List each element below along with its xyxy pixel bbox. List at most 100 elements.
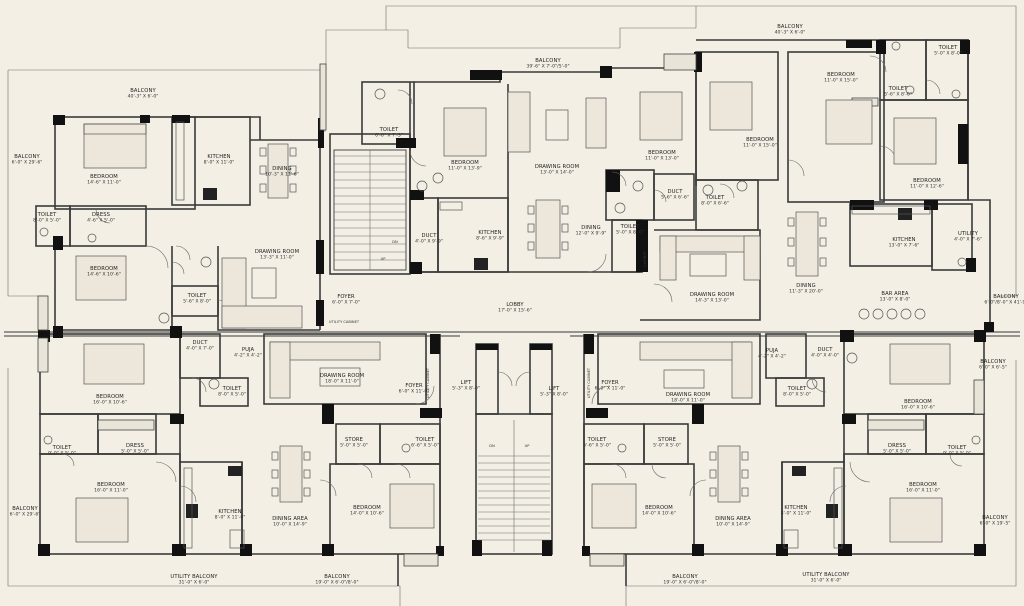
room-name: BALCONY [535, 58, 561, 64]
room-dimensions: 6'-0" X 7'-0" [332, 300, 360, 306]
room-dimensions: 4'-2" X 4'-2" [234, 353, 262, 359]
room-name: KITCHEN [207, 154, 230, 160]
room-dimensions: 9'-0" X 5'-0" [48, 451, 76, 457]
room-dimensions: 12'-0" X 9'-9" [576, 231, 607, 237]
room-dimensions: 5'-3" X 8'-0" [452, 386, 480, 392]
room-name: TOILET [222, 386, 242, 392]
room-name: BEDROOM [451, 160, 479, 166]
railings [37, 53, 985, 567]
room-name: FOYER [405, 383, 423, 389]
room-dimensions: 13'-0" X 14'-0" [540, 170, 574, 176]
room-dimensions: 10'-0" X 14'-9" [273, 522, 307, 528]
room-dimensions: 5'-3" X 8'-0" [540, 392, 568, 398]
room-dimensions: 6'-6" X 5'-0" [583, 443, 611, 449]
room-name: KITCHEN [784, 505, 807, 511]
room-name: DINING [272, 166, 291, 172]
room-dimensions: 6'-0" X 19'-5" [980, 521, 1011, 527]
room-name: TOILET [787, 386, 807, 392]
room-dimensions: 31'-0" X 6'-0" [179, 580, 210, 586]
room-dimensions: 4'-0" X 9'-9" [415, 239, 443, 245]
room-name: PUJA [242, 347, 255, 353]
room-name: TOILET [587, 437, 607, 443]
room-dimensions: 6'-6" X 7'-3" [375, 133, 403, 139]
room-name: TOILET [37, 212, 57, 218]
room-name: DINING [581, 225, 600, 231]
room-name: FOYER [337, 294, 355, 300]
room-dimensions: 8'-0" X 5'-0" [218, 392, 246, 398]
room-dimensions: 5'-0" X 5'-0" [883, 449, 911, 455]
room-name: BALCONY [324, 574, 350, 580]
room-name: DRAWING ROOM [535, 164, 579, 170]
room-dimensions: 14'-6" X 10'-6" [87, 272, 121, 278]
room-dimensions: 13'-0" X 7'-6" [889, 243, 920, 249]
room-name: KITCHEN [892, 237, 915, 243]
room-dimensions: 6'-0" X 11'-0" [399, 389, 430, 395]
room-dimensions: 4'-0" X 7'-0" [186, 346, 214, 352]
tag-utility-cabinet-top: UTILITY CABINET [329, 320, 360, 324]
tag-utility-cabinet-r: UTILITY CABINET [587, 367, 591, 398]
room-name: BALCONY [14, 154, 40, 160]
room-dimensions: 13'-0" X 8'-0" [880, 297, 911, 303]
room-dimensions: 14'-6" X 11'-0" [87, 180, 121, 186]
tag-dn-top: DN [392, 240, 398, 244]
room-dimensions: 18'-0" X 11'-0" [671, 398, 705, 404]
room-name: DUCT [422, 233, 438, 239]
room-name: BEDROOM [909, 482, 937, 488]
room-name: BEDROOM [645, 505, 673, 511]
room-dimensions: 39'-6" X 7'-0"/5'-0" [526, 64, 569, 70]
room-dimensions: 14'-0" X 10'-6" [642, 511, 676, 517]
room-name: BALCONY [993, 294, 1019, 300]
room-dimensions: 8'-0" X 5'-0" [33, 218, 61, 224]
room-dimensions: 8'-0" X 11'-0" [781, 511, 812, 517]
room-name: TOILET [379, 127, 399, 133]
room-name: DUCT [193, 340, 209, 346]
room-dimensions: 11'-0" X 15'-0" [743, 143, 777, 149]
doors [61, 55, 963, 503]
room-name: DRAWING ROOM [320, 373, 364, 379]
room-name: UTILITY BALCONY [170, 574, 218, 580]
room-dimensions: 8'-6" X 9'-9" [476, 236, 504, 242]
room-name: BALCONY [130, 88, 156, 94]
room-dimensions: 19'-0" X 6'-0"/8'-0" [315, 580, 358, 586]
room-dimensions: 8'-0" X 11'-0" [215, 515, 246, 521]
room-dimensions: 16'-0" X 11'-0" [906, 488, 940, 494]
room-name: DRESS [888, 443, 906, 449]
tag-dn-bottom: DN [489, 444, 495, 448]
room-name: TOILET [415, 437, 435, 443]
room-name: LIFT [549, 386, 561, 392]
room-dimensions: 6'-0"/8'-0" X 41'-9" [984, 300, 1024, 306]
furniture [39, 41, 981, 549]
room-dimensions: 4'-0" X 7'-6" [954, 237, 982, 243]
room-dimensions: 11'-0" X 13'-0" [645, 156, 679, 162]
room-dimensions: 10'-3" X 11'-6" [265, 172, 299, 178]
room-name: DINING AREA [272, 516, 308, 522]
room-dimensions: 4'-2" X 4'-2" [758, 354, 786, 360]
